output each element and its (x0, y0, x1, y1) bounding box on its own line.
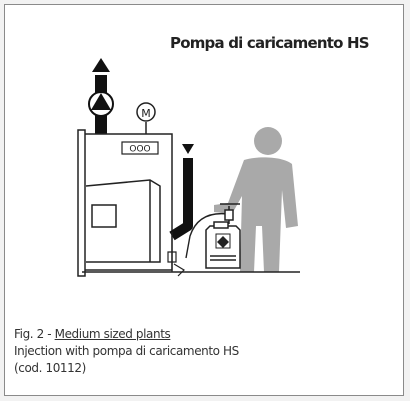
caption-line-2: Injection with pompa di caricamento HS (14, 344, 239, 358)
control-panel-label: OOO (129, 145, 150, 155)
hand-pump (220, 203, 240, 224)
boiler (77, 129, 173, 277)
control-panel (121, 141, 159, 155)
person-silhouette (214, 127, 298, 272)
pump-symbol (88, 91, 114, 117)
motor-icon (136, 102, 156, 134)
caption-fig-number: Fig. 2 - (14, 327, 55, 341)
figure-frame (4, 4, 404, 396)
figure-title: Pompa di caricamento HS (170, 34, 370, 52)
motor-label: M (141, 107, 151, 120)
caption-line-1: Fig. 2 - Medium sized plants (14, 326, 239, 343)
caption-fig-link: Medium sized plants (54, 327, 171, 341)
hose (185, 212, 229, 259)
flow-arrow (182, 144, 194, 154)
injection-pipe (169, 158, 193, 241)
warning-label (215, 233, 231, 249)
figure-caption: Fig. 2 - Medium sized plants Injection w… (14, 326, 239, 377)
valve-assembly (167, 232, 185, 277)
caption-line-3: (cod. 10112) (14, 361, 86, 375)
